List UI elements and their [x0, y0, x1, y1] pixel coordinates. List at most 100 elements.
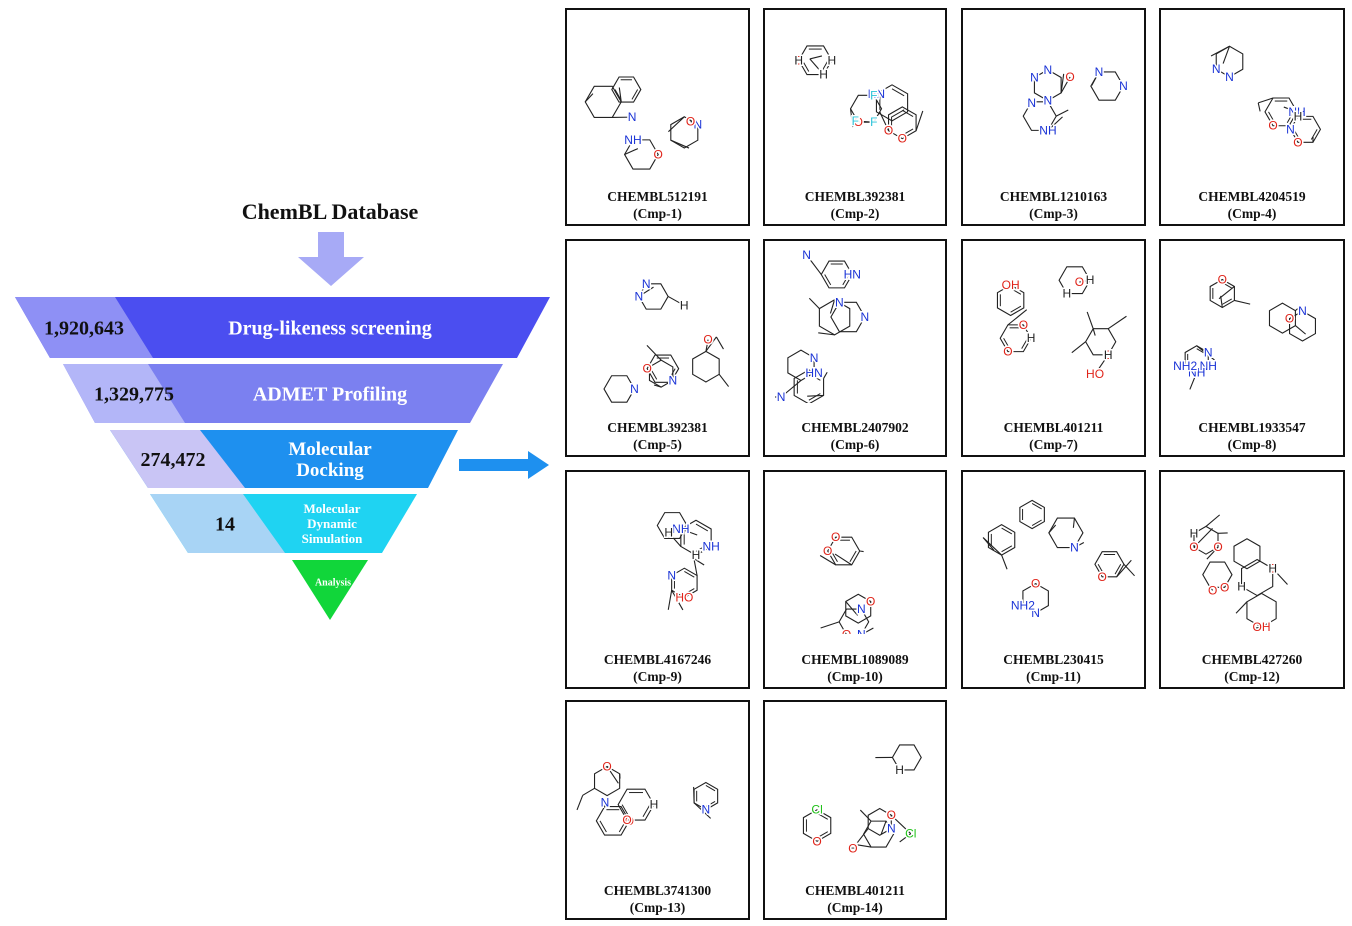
ring: [1202, 561, 1233, 588]
double-bond: [1114, 564, 1122, 575]
atom-label: O: [642, 362, 651, 376]
atom-label: N: [667, 569, 676, 583]
ring: [670, 116, 699, 149]
bond: [715, 336, 724, 350]
bond: [1060, 76, 1071, 94]
ring: [1058, 266, 1091, 295]
double-bond: [830, 550, 838, 563]
compound-label: (Cmp-5): [633, 437, 682, 452]
double-bond: [1310, 129, 1318, 140]
double-bond: [808, 393, 821, 401]
ring: [617, 788, 655, 821]
bond: [693, 558, 698, 576]
atom-label: O: [823, 544, 832, 558]
atom-label: NH2: [1011, 599, 1035, 613]
double-bond: [1222, 282, 1232, 289]
atom-label: O: [794, 53, 803, 67]
double-bond: [891, 88, 905, 97]
molecule-bonds: [1193, 514, 1288, 629]
ring: [638, 283, 669, 310]
ring: [827, 536, 861, 566]
bond: [780, 380, 802, 398]
atom-label: H: [664, 526, 673, 540]
atom-label: O: [848, 841, 857, 855]
atom-label: H: [1104, 348, 1113, 362]
ring: [845, 593, 872, 624]
bond: [1189, 372, 1198, 390]
ring: [1289, 310, 1316, 342]
bond: [1007, 309, 1028, 326]
double-bond: [1196, 348, 1206, 355]
atom-label: O: [1003, 345, 1012, 359]
molecule-bonds: [1210, 45, 1322, 143]
atom-label: O: [887, 808, 896, 822]
double-bond: [1001, 545, 1013, 553]
atom-label: O: [654, 147, 663, 161]
molecule-bonds: [1184, 278, 1316, 390]
atom-label: NH2: [1173, 359, 1197, 373]
ring: [818, 299, 851, 336]
bond: [1234, 299, 1251, 305]
funnel-count-band: [110, 430, 245, 488]
bond: [1074, 541, 1085, 549]
ring: [584, 85, 622, 119]
atom-label: O: [854, 115, 863, 129]
bond: [1255, 626, 1262, 629]
atom-label: F: [852, 114, 859, 128]
atom-label: H: [680, 298, 689, 312]
atom-label: N: [1286, 122, 1295, 136]
ring: [793, 369, 825, 403]
atom-label: N: [777, 390, 786, 403]
double-bond: [642, 804, 651, 817]
bond: [1218, 286, 1235, 300]
compound-id: CHEMBL392381: [804, 189, 906, 204]
double-bond: [1010, 305, 1022, 313]
atom-label: O: [1268, 119, 1277, 133]
down-arrow-icon: [298, 232, 364, 286]
bond: [809, 55, 823, 60]
bond: [1048, 524, 1057, 534]
atom-label: O: [1065, 70, 1074, 84]
double-bond: [705, 800, 716, 808]
ring: [611, 76, 642, 103]
atom-label: N: [1043, 94, 1052, 108]
bond: [806, 254, 822, 275]
atom-label: O: [898, 132, 907, 146]
atom-label: F: [870, 88, 877, 102]
bond: [855, 120, 874, 123]
compound-id: CHEMBL4204519: [1198, 189, 1306, 204]
compound-label: (Cmp-14): [827, 900, 883, 915]
funnel-count-band: [15, 297, 153, 358]
ring: [830, 301, 866, 333]
double-bond: [599, 820, 607, 833]
double-bond: [1196, 363, 1206, 370]
atom-label: HN: [868, 87, 885, 101]
compound-label: (Cmp-7): [1029, 437, 1078, 452]
compound-label: (Cmp-12): [1224, 669, 1280, 684]
double-bond: [1097, 564, 1105, 575]
bond: [1055, 109, 1069, 117]
bond: [690, 121, 699, 126]
atom-label: H: [1268, 562, 1277, 576]
bond: [1086, 311, 1094, 329]
ring: [1289, 115, 1322, 143]
atom-label: O: [1268, 562, 1277, 576]
bond: [606, 766, 619, 784]
compound-label: (Cmp-9): [633, 669, 682, 684]
bond: [823, 371, 828, 379]
bond: [849, 108, 854, 128]
atom-label: N: [628, 110, 637, 124]
atom-label: N: [857, 602, 866, 616]
molecule-bonds: [982, 499, 1135, 614]
ring: [1033, 69, 1062, 102]
ring: [623, 139, 659, 170]
funnel-band: [15, 297, 550, 358]
atom-label: NH: [624, 133, 641, 147]
atom-label: O: [866, 594, 875, 608]
